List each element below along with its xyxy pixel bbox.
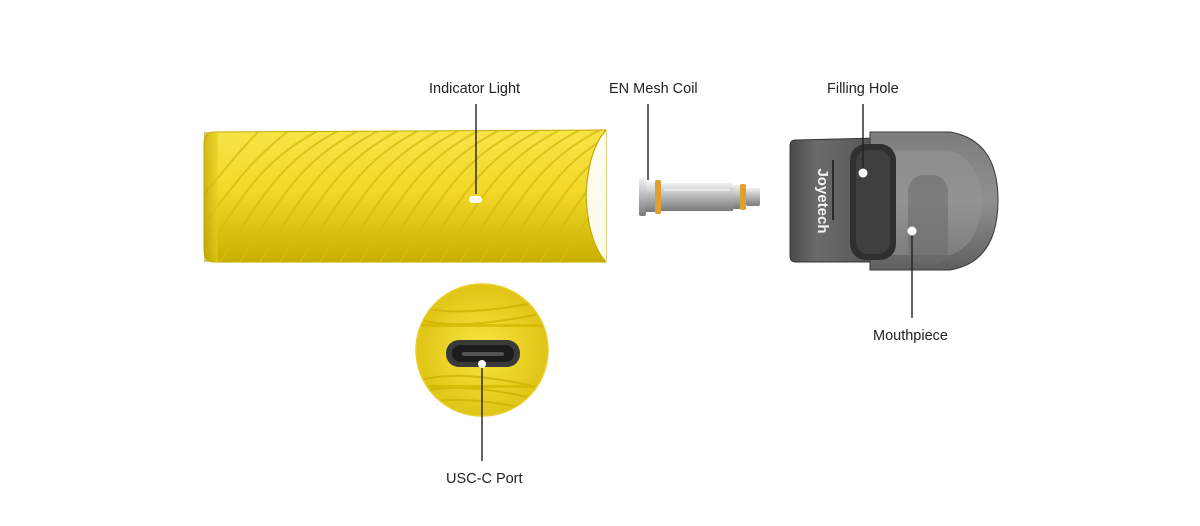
usbc-port-inset — [400, 284, 560, 416]
label-mouthpiece: Mouthpiece — [873, 328, 948, 344]
battery-body — [200, 130, 680, 262]
dot-filling — [859, 169, 868, 178]
dot-mouthpiece — [908, 227, 917, 236]
pod-brand-text: Joyetech — [814, 168, 831, 233]
indicator-light-window — [469, 196, 482, 203]
label-mesh-coil: EN Mesh Coil — [609, 81, 698, 97]
mesh-coil — [639, 178, 760, 216]
pod-cartridge: Joyetech — [790, 132, 998, 270]
label-indicator-light: Indicator Light — [429, 81, 520, 97]
battery-end-shade — [204, 132, 218, 262]
label-filling-hole: Filling Hole — [827, 81, 899, 97]
label-usbc-port: USC-C Port — [446, 471, 523, 487]
coil-ring-right — [740, 184, 746, 210]
coil-ring-left — [655, 180, 661, 214]
dot-usbc — [478, 360, 486, 368]
